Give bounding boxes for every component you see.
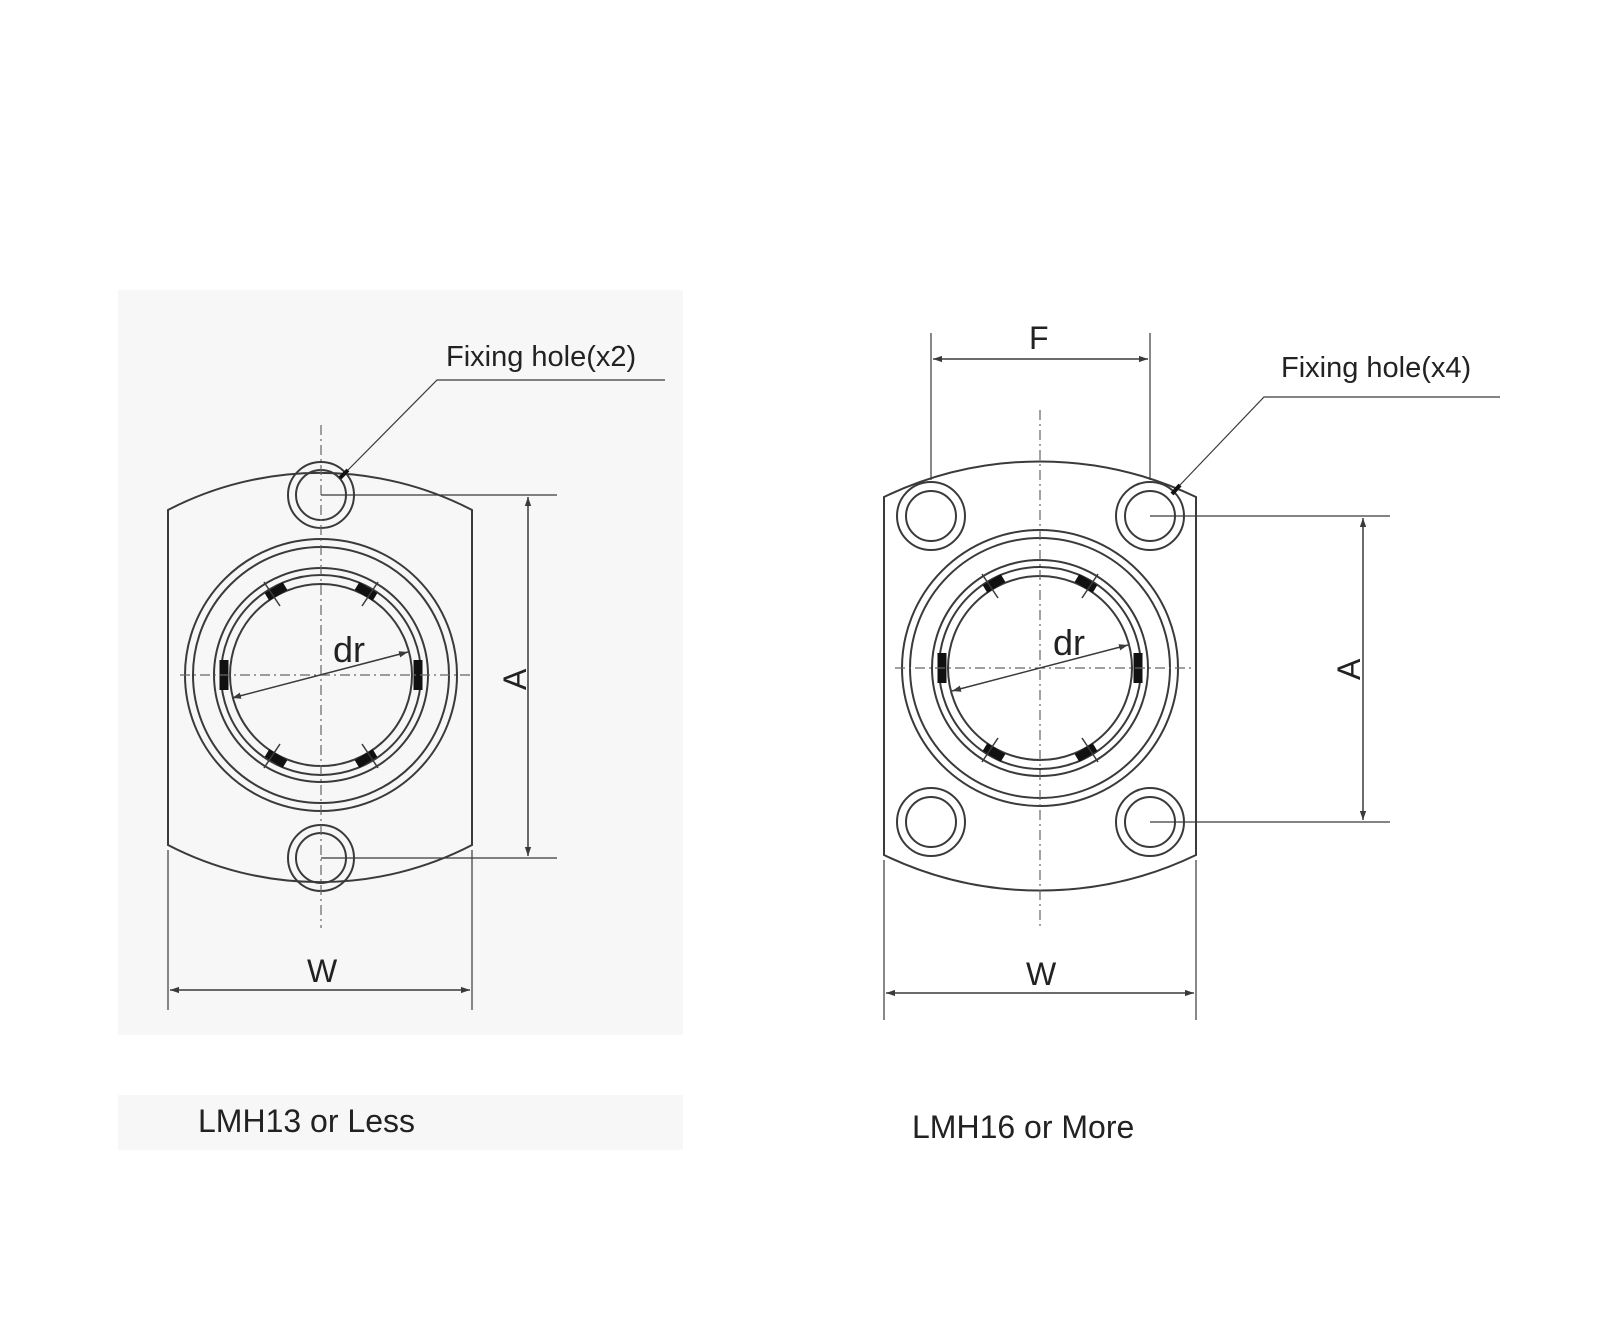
right-callout-label: Fixing hole(x4) (1281, 352, 1471, 384)
right-dr-dimension-line (951, 644, 1129, 692)
right-a-label: A (1331, 658, 1367, 680)
right-fixing-hole-bottom-left (896, 787, 966, 857)
left-a-label: A (497, 668, 533, 690)
left-retainer-ticks (263, 581, 379, 769)
right-view (883, 333, 1500, 1020)
right-retainer-ticks (981, 573, 1099, 763)
left-caption: LMH13 or Less (198, 1103, 415, 1139)
right-callout-leader (1179, 396, 1500, 486)
left-view-panel (118, 290, 683, 1035)
left-callout-leader (347, 379, 665, 471)
left-caption-panel (118, 1095, 683, 1150)
left-dr-label: dr (333, 629, 365, 670)
right-flange-outline (883, 460, 1197, 892)
right-caption: LMH16 or More (912, 1109, 1134, 1145)
left-dr-dimension-line (231, 651, 409, 699)
left-view (167, 379, 665, 1010)
left-w-label: W (307, 953, 338, 989)
right-w-label: W (1026, 956, 1057, 992)
right-fixing-hole-top-left (896, 481, 966, 551)
right-f-label: F (1029, 320, 1049, 356)
left-flange-outline (167, 471, 473, 884)
right-retainer-segments (937, 574, 1143, 762)
right-dr-label: dr (1053, 622, 1085, 663)
left-callout-label: Fixing hole(x2) (446, 341, 636, 373)
